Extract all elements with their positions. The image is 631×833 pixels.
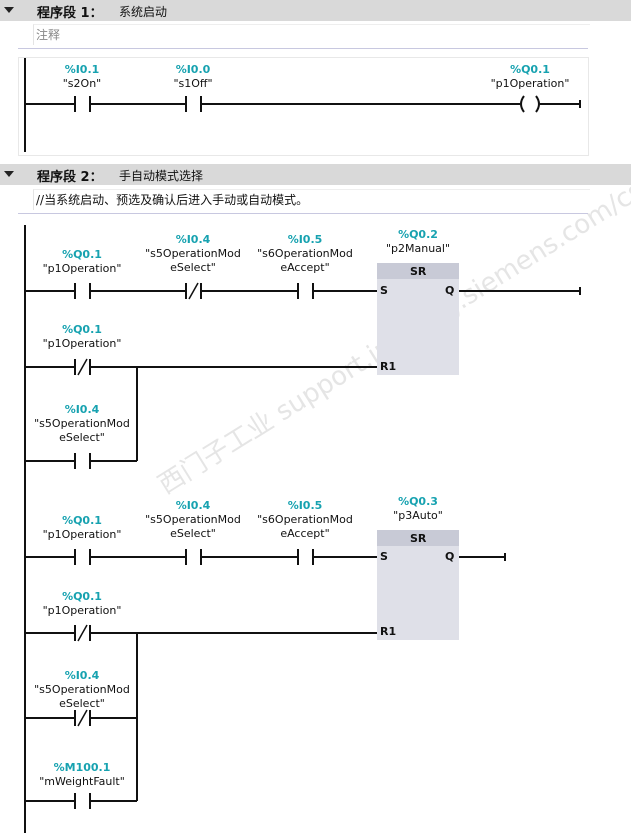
operand-name[interactable]: "p2Manual": [385, 242, 451, 255]
network-1-area: [18, 57, 589, 156]
operand-name[interactable]: "p3Auto": [393, 509, 443, 522]
network-2-comment[interactable]: //当系统启动、预选及确认后进入手动或自动模式。: [33, 189, 590, 210]
coil: [520, 95, 540, 113]
sr-block: [377, 530, 459, 640]
no-contact[interactable]: [74, 793, 91, 809]
operand-name[interactable]: "s6OperationMod: [257, 247, 353, 260]
operand-address[interactable]: %I0.5: [287, 233, 323, 246]
sr-pin-label: Q: [445, 284, 455, 297]
no-contact[interactable]: [74, 283, 91, 299]
nc-contact[interactable]: [74, 624, 91, 642]
operand-name[interactable]: "s5OperationMod: [145, 513, 241, 526]
operand-address[interactable]: %Q0.3: [398, 495, 438, 508]
nc-contact[interactable]: [185, 282, 202, 300]
operand-name[interactable]: "s6OperationMod: [257, 513, 353, 526]
network-1-header[interactable]: 程序段 1： 系统启动: [0, 0, 631, 21]
network-number: 程序段 2：: [37, 170, 103, 185]
operand-name[interactable]: "s1Off": [173, 77, 213, 90]
no-contact[interactable]: [74, 453, 91, 469]
operand-address[interactable]: %I0.5: [287, 499, 323, 512]
sr-pin-label: R1: [380, 360, 397, 373]
divider: [18, 48, 588, 49]
operand-name[interactable]: "p1Operation": [42, 604, 122, 617]
operand-address[interactable]: %Q0.1: [62, 590, 102, 603]
no-contact[interactable]: [74, 96, 91, 112]
operand-name[interactable]: "p1Operation": [42, 528, 122, 541]
operand-name[interactable]: "s5OperationMod: [34, 683, 130, 696]
operand-address[interactable]: %Q0.1: [62, 323, 102, 336]
no-contact[interactable]: [297, 549, 314, 565]
operand-name[interactable]: eSelect": [59, 697, 105, 710]
no-contact[interactable]: [297, 283, 314, 299]
operand-name[interactable]: "p1Operation": [490, 77, 570, 90]
network-title[interactable]: 系统启动: [119, 5, 168, 19]
operand-address[interactable]: %I0.4: [175, 499, 211, 512]
sr-block: [377, 263, 459, 375]
sr-block-header: [377, 530, 459, 546]
operand-address[interactable]: %Q0.1: [510, 63, 550, 76]
no-contact[interactable]: [185, 96, 202, 112]
operand-address[interactable]: %I0.0: [175, 63, 211, 76]
operand-name[interactable]: "p1Operation": [42, 337, 122, 350]
operand-name[interactable]: eAccept": [280, 261, 330, 274]
operand-name[interactable]: "s2On": [62, 77, 102, 90]
sr-block-title: SR: [410, 265, 427, 278]
sr-pin-label: Q: [445, 550, 455, 563]
sr-block-header: [377, 263, 459, 279]
network-title[interactable]: 手自动模式选择: [119, 169, 204, 183]
operand-name[interactable]: eSelect": [59, 431, 105, 444]
network-2-header[interactable]: 程序段 2： 手自动模式选择: [0, 164, 631, 185]
operand-name[interactable]: "p1Operation": [42, 262, 122, 275]
operand-address[interactable]: %Q0.2: [398, 228, 438, 241]
operand-name[interactable]: eSelect": [170, 261, 216, 274]
operand-address[interactable]: %Q0.1: [62, 514, 102, 527]
nc-contact[interactable]: [74, 709, 91, 727]
divider: [18, 213, 588, 214]
sr-pin-label: S: [380, 550, 388, 563]
operand-address[interactable]: %I0.4: [64, 403, 100, 416]
network-number: 程序段 1：: [37, 6, 103, 21]
sr-block-title: SR: [410, 532, 427, 545]
operand-address[interactable]: %M100.1: [53, 761, 111, 774]
no-contact[interactable]: [74, 549, 91, 565]
operand-name[interactable]: eSelect": [170, 527, 216, 540]
operand-name[interactable]: "s5OperationMod: [145, 247, 241, 260]
operand-name[interactable]: "mWeightFault": [39, 775, 125, 788]
operand-address[interactable]: %I0.1: [64, 63, 100, 76]
nc-contact[interactable]: [74, 358, 91, 376]
collapse-icon[interactable]: [4, 171, 14, 177]
collapse-icon[interactable]: [4, 7, 14, 13]
operand-address[interactable]: %I0.4: [175, 233, 211, 246]
operand-address[interactable]: %I0.4: [64, 669, 100, 682]
operand-address[interactable]: %Q0.1: [62, 248, 102, 261]
operand-name[interactable]: eAccept": [280, 527, 330, 540]
no-contact[interactable]: [185, 549, 202, 565]
sr-pin-label: S: [380, 284, 388, 297]
network-1-comment[interactable]: 注释: [33, 24, 590, 45]
operand-name[interactable]: "s5OperationMod: [34, 417, 130, 430]
sr-pin-label: R1: [380, 625, 397, 638]
